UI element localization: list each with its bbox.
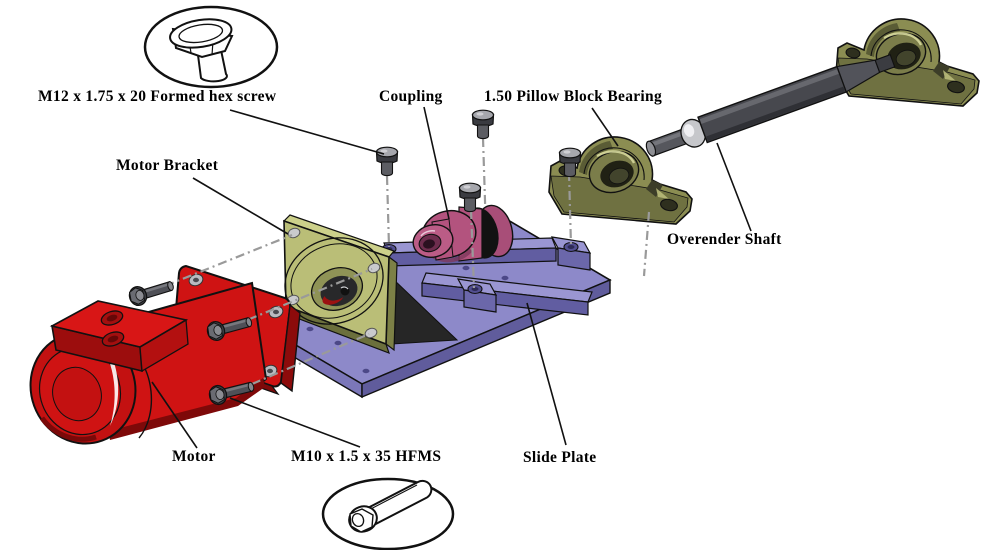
label-motor-bracket: Motor Bracket	[116, 157, 219, 174]
motor-bracket	[282, 214, 398, 355]
label-pillow-block: 1.50 Pillow Block Bearing	[484, 88, 662, 105]
junction-box	[49, 300, 189, 373]
leader-pillow-block	[591, 107, 619, 147]
callout-m10-detail	[321, 477, 455, 550]
leader-overender-shaft	[716, 142, 752, 232]
label-motor: Motor	[172, 448, 216, 465]
overender-shaft	[645, 53, 896, 157]
label-m12-screw: M12 x 1.75 x 20 Formed hex screw	[38, 88, 277, 105]
leader-lines	[151, 106, 752, 449]
leader-motor	[151, 381, 198, 449]
label-m10-screw: M10 x 1.5 x 35 HFMS	[291, 448, 442, 465]
leader-m10-screw	[229, 397, 361, 448]
leader-coupling	[423, 106, 450, 220]
label-overender-shaft: Overender Shaft	[667, 231, 782, 248]
bracket-corner-holes	[286, 227, 381, 339]
label-coupling: Coupling	[379, 88, 443, 105]
leader-slide-plate	[526, 302, 567, 446]
label-slide-plate: Slide Plate	[523, 449, 597, 466]
leader-motor-bracket	[192, 177, 289, 235]
leader-m12-screw	[229, 109, 385, 155]
flange-holes	[188, 273, 284, 378]
callout-m12-detail	[143, 5, 279, 89]
alignment-dash-lines	[469, 171, 651, 289]
